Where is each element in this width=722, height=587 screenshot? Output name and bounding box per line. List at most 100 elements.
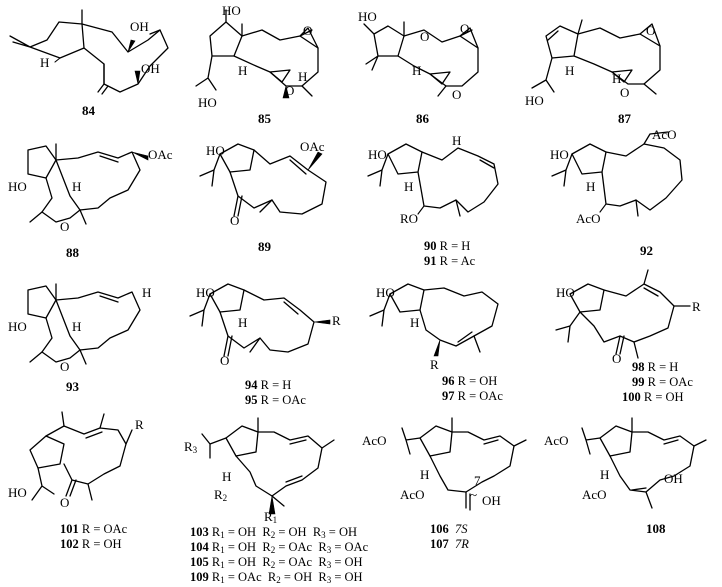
- caption-91: 91 R = Ac: [424, 254, 476, 268]
- atom-label: HO: [376, 285, 395, 300]
- structure-84: [9, 9, 169, 95]
- structure-101-102: [29, 411, 133, 501]
- atom-label: ~: [470, 487, 478, 502]
- atom-label: H: [410, 315, 420, 330]
- caption-90: 90 R = H: [424, 239, 471, 253]
- atom-label: HO: [196, 285, 215, 300]
- atom-label: AcO: [400, 487, 425, 502]
- atom-label: AcO: [582, 487, 607, 502]
- atom-label: H: [412, 63, 422, 78]
- structure-92: [551, 131, 683, 217]
- atom-label: AcO: [576, 211, 601, 226]
- atom-label: H: [72, 319, 82, 334]
- structure-88: [27, 143, 149, 225]
- atom-label: HO: [8, 179, 27, 194]
- structure-106-107: [401, 417, 527, 511]
- atom-label: R3: [184, 439, 198, 455]
- atom-label: RO: [400, 211, 419, 226]
- atom-label: O: [60, 219, 70, 234]
- atom-label: O: [220, 353, 230, 368]
- structure-94-95: [189, 283, 331, 357]
- caption-104: 104 R1 = OH R2 = OAc R3 = OAc: [190, 540, 369, 555]
- atom-label: HO: [556, 285, 575, 300]
- caption-100: 100 R = OH: [622, 390, 684, 404]
- atom-label: R1: [264, 509, 278, 525]
- atom-label: H: [72, 179, 82, 194]
- compound-id-86: 86: [416, 111, 429, 126]
- atom-label: H: [404, 179, 414, 194]
- structure-85: [195, 9, 319, 99]
- caption-94: 94 R = H: [245, 378, 292, 392]
- atom-label: HO: [198, 95, 217, 110]
- caption-102: 102 R = OH: [60, 537, 122, 551]
- atom-label: AcO: [362, 433, 387, 448]
- atom-label: HO: [525, 93, 544, 108]
- atom-label: H: [420, 467, 430, 482]
- atom-label: H: [452, 133, 462, 148]
- caption-99: 99 R = OAc: [632, 375, 693, 389]
- atom-label: H: [565, 63, 575, 78]
- atom-label: H: [142, 285, 152, 300]
- atom-label: OAc: [148, 147, 173, 162]
- atom-label: H: [222, 469, 232, 484]
- atom-label: O: [646, 23, 656, 38]
- structure-96-97: [369, 283, 499, 357]
- atom-label: OH: [130, 19, 149, 34]
- compound-id-108: 108: [646, 521, 666, 536]
- atom-label: R: [692, 299, 701, 314]
- structure-89: [199, 143, 327, 217]
- atom-label: H: [612, 71, 622, 86]
- compound-id-93: 93: [66, 379, 79, 394]
- atom-label: HO: [550, 147, 569, 162]
- compound-id-87: 87: [618, 111, 631, 126]
- atom-label: O: [230, 213, 240, 228]
- atom-label: H: [586, 179, 596, 194]
- atom-label: H: [40, 55, 50, 70]
- atom-label: HO: [368, 147, 387, 162]
- atom-label: 7: [474, 473, 481, 488]
- atom-label: AcO: [652, 127, 677, 142]
- structure-93: [27, 283, 141, 365]
- compound-id-89: 89: [258, 239, 271, 254]
- caption-105: 105 R1 = OH R2 = OAc R3 = OH: [190, 555, 363, 570]
- atom-label: O: [285, 83, 295, 98]
- atom-label: OH: [664, 471, 683, 486]
- compound-id-84: 84: [82, 103, 95, 118]
- caption-95: 95 R = OAc: [245, 393, 306, 407]
- caption-106: 106 7S: [430, 522, 468, 536]
- atom-label: O: [460, 21, 470, 36]
- atom-label: O: [420, 29, 430, 44]
- caption-103: 103 R1 = OH R2 = OH R3 = OH: [190, 525, 358, 540]
- compound-id-88: 88: [66, 245, 79, 260]
- structure-108: [581, 417, 707, 509]
- caption-97: 97 R = OAc: [442, 389, 503, 403]
- structure-86: [363, 21, 479, 97]
- atom-label: O: [612, 351, 622, 366]
- structure-103-109: [201, 417, 335, 515]
- atom-label: HO: [8, 319, 27, 334]
- caption-107: 107 7R: [430, 537, 469, 551]
- atom-label: H: [298, 69, 308, 84]
- atom-label: R: [135, 417, 144, 432]
- caption-109: 109 R1 = OAc R2 = OH R3 = OH: [190, 570, 363, 585]
- atom-label: OAc: [300, 139, 325, 154]
- compound-id-92: 92: [640, 243, 653, 258]
- atom-label: O: [60, 359, 70, 374]
- structure-87: [531, 19, 661, 95]
- atom-label: H: [238, 315, 248, 330]
- caption-98: 98 R = H: [632, 360, 679, 374]
- atom-label: OH: [482, 493, 501, 508]
- atom-label: HO: [358, 9, 377, 24]
- atom-label: HO: [206, 143, 225, 158]
- atom-label: O: [60, 495, 70, 510]
- atom-label: H: [238, 63, 248, 78]
- caption-96: 96 R = OH: [442, 374, 498, 388]
- structure-90-91: [367, 143, 499, 217]
- atom-label: R2: [214, 487, 228, 503]
- atom-label: AcO: [544, 433, 569, 448]
- atom-label: H: [600, 467, 610, 482]
- atom-label: HO: [222, 3, 241, 18]
- structure-98-100: [555, 269, 691, 359]
- atom-label: O: [620, 85, 630, 100]
